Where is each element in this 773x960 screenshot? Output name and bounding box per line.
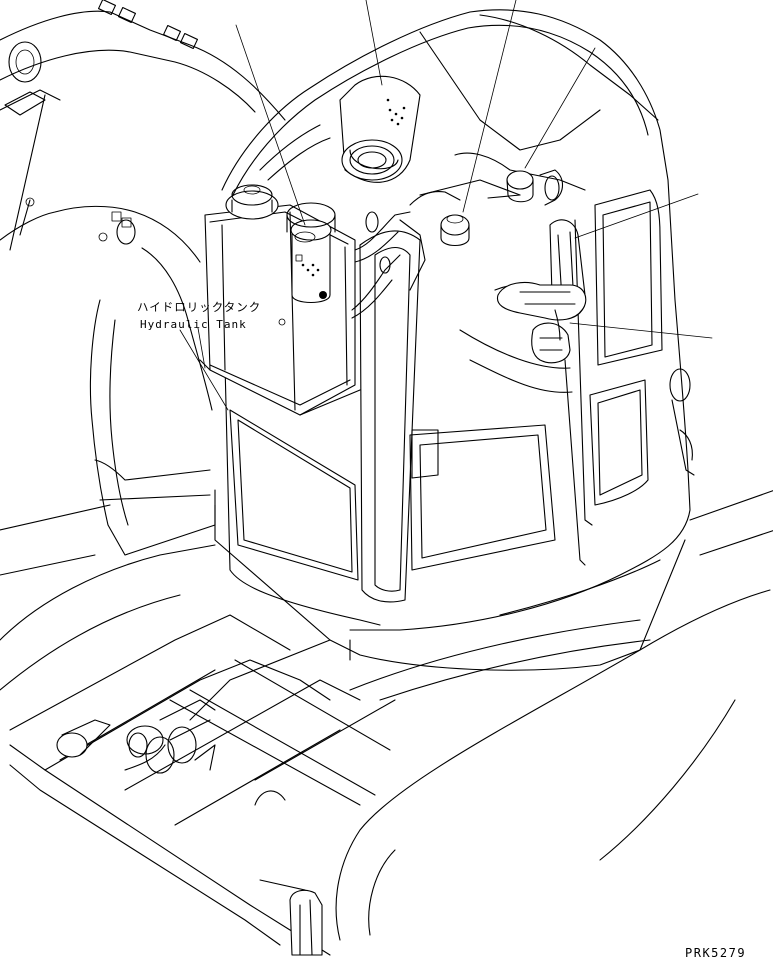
caps: [399, 169, 564, 291]
drawing-code: PRK5279: [685, 946, 746, 960]
leader-lines: [179, 0, 713, 411]
operator-cab: [214, 9, 695, 671]
hydraulic-tank-label-jp: ハイドロリックタンク: [137, 300, 261, 314]
hydraulic-tank-label-en: Hydraulic Tank: [140, 318, 247, 331]
undercarriage: [9, 589, 771, 956]
upper-deck: [0, 490, 773, 721]
left-track-side: [0, 299, 216, 576]
air-cleaner: [259, 75, 421, 183]
hydraulic-tank: [199, 184, 411, 416]
control-lever-assembly: [496, 219, 587, 364]
